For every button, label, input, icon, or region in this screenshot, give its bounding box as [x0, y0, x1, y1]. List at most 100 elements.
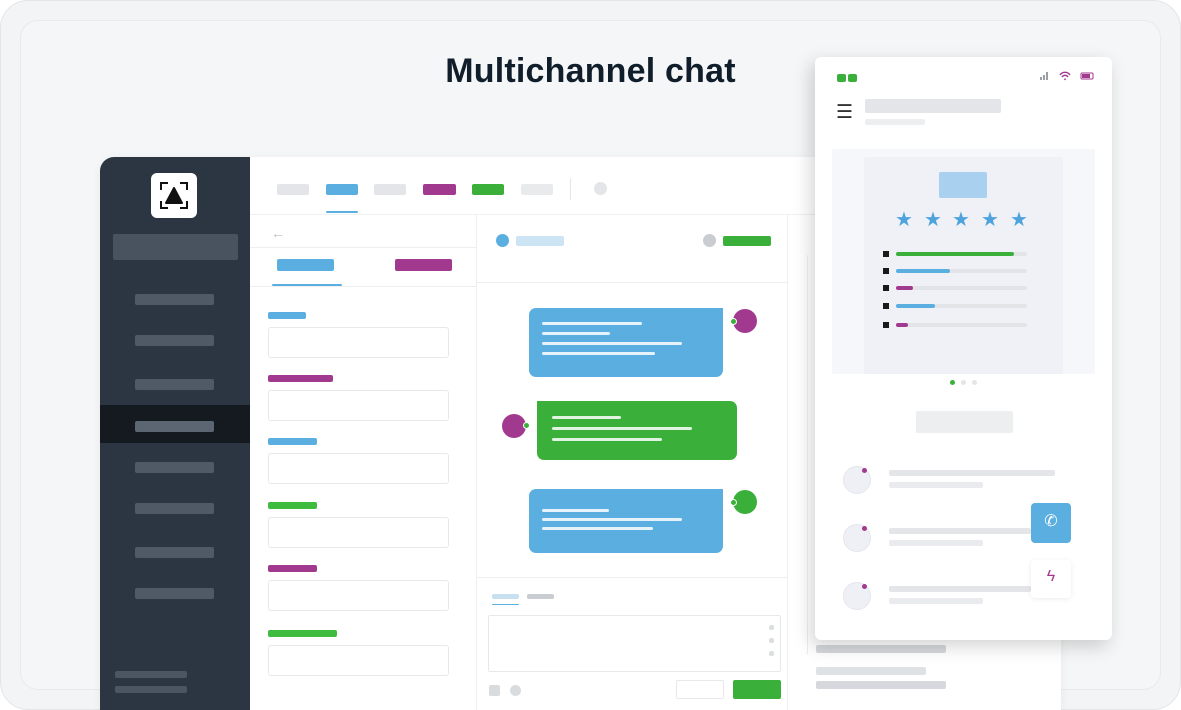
- star-icon: ★: [952, 209, 970, 231]
- detail-line: [816, 645, 946, 653]
- rating-bullet: [883, 251, 889, 257]
- sidebar: [100, 157, 250, 710]
- rating-bar-fill: [896, 304, 936, 308]
- sidebar-item[interactable]: [135, 462, 214, 473]
- form-field[interactable]: [268, 645, 449, 676]
- star-icon: ★: [924, 209, 942, 231]
- divider: [250, 286, 477, 287]
- carousel-dot-active[interactable]: [950, 380, 955, 385]
- sidebar-item[interactable]: [135, 588, 214, 599]
- rating-bar: [896, 304, 1027, 308]
- rating-bullet: [883, 303, 889, 309]
- form-tab-active[interactable]: [277, 259, 334, 271]
- field-label: [268, 438, 317, 445]
- field-label: [268, 312, 306, 319]
- form-field[interactable]: [268, 580, 449, 611]
- format-icon[interactable]: [769, 625, 774, 630]
- attach-icon[interactable]: [489, 685, 500, 696]
- rating-bar: [896, 286, 1027, 290]
- rating-bullet: [883, 285, 889, 291]
- chat-bubble-outgoing: [529, 308, 723, 377]
- form-field[interactable]: [268, 390, 449, 421]
- send-button[interactable]: [733, 680, 781, 699]
- chat-bubble-incoming: [537, 401, 737, 460]
- tab-green[interactable]: [472, 184, 504, 195]
- chat-panel: [477, 215, 788, 710]
- composer-tab-active[interactable]: [492, 594, 519, 599]
- form-field[interactable]: [268, 453, 449, 484]
- action-button[interactable]: [916, 411, 1013, 433]
- status-dot: [862, 468, 867, 473]
- form-tab[interactable]: [395, 259, 452, 271]
- contact-line: [889, 482, 983, 488]
- page-title-placeholder: [865, 99, 1001, 113]
- arrow-left-icon[interactable]: ←: [271, 225, 285, 241]
- channel-tabs-bar: [250, 157, 1061, 215]
- rating-bar: [896, 323, 1027, 327]
- tab-active[interactable]: [326, 184, 358, 195]
- chat-bubble-outgoing: [529, 489, 723, 553]
- avatar: [502, 414, 526, 438]
- carousel-dot[interactable]: [972, 380, 977, 385]
- rating-bar: [896, 252, 1027, 256]
- sidebar-item[interactable]: [135, 379, 214, 390]
- tab-purple[interactable]: [423, 184, 456, 195]
- signal-wifi-battery-icon: [1040, 71, 1094, 81]
- format-icon[interactable]: [769, 638, 774, 643]
- form-field[interactable]: [268, 517, 449, 548]
- star-icon: ★: [1010, 209, 1028, 231]
- tab-placeholder[interactable]: [374, 184, 406, 195]
- secondary-button[interactable]: [676, 680, 724, 699]
- message-input[interactable]: [488, 615, 781, 672]
- field-label: [268, 565, 317, 572]
- tab-placeholder[interactable]: [521, 184, 553, 195]
- sidebar-item[interactable]: [135, 547, 214, 558]
- status-indicator[interactable]: [594, 182, 607, 195]
- page-title: Multichannel chat: [445, 52, 736, 90]
- rating-bar-fill: [896, 252, 1014, 256]
- emoji-icon[interactable]: [510, 685, 521, 696]
- composer-tab-underline: [492, 604, 519, 605]
- avatar: [733, 490, 757, 514]
- sidebar-item[interactable]: [135, 503, 214, 514]
- sidebar-footer-line: [115, 686, 187, 693]
- form-field[interactable]: [268, 327, 449, 358]
- sidebar-item-active[interactable]: [135, 421, 214, 432]
- hamburger-icon[interactable]: ☰: [836, 102, 854, 123]
- triangle-logo-icon[interactable]: [151, 173, 197, 218]
- status-dot: [862, 526, 867, 531]
- status-icon: [848, 74, 857, 82]
- rating-bar: [896, 269, 1027, 273]
- sidebar-footer-line: [115, 671, 187, 678]
- field-label: [268, 630, 337, 637]
- sidebar-item[interactable]: [135, 294, 214, 305]
- status-badge[interactable]: [723, 236, 771, 246]
- chat-contact-name: [516, 236, 564, 246]
- format-icon[interactable]: [769, 651, 774, 656]
- contact-line: [889, 598, 983, 604]
- divider: [792, 255, 808, 655]
- call-button[interactable]: [1031, 503, 1071, 543]
- field-label: [268, 502, 317, 509]
- contact-form-panel: ←: [250, 215, 477, 710]
- sidebar-item[interactable]: [135, 335, 214, 346]
- tab-divider: [570, 178, 571, 200]
- tab-placeholder[interactable]: [277, 184, 309, 195]
- contact-line: [889, 528, 1031, 534]
- carousel-dot[interactable]: [961, 380, 966, 385]
- online-dot: [523, 422, 530, 429]
- quick-reply-button[interactable]: [1031, 560, 1071, 598]
- rating-bar-fill: [896, 286, 914, 290]
- composer-tab[interactable]: [527, 594, 554, 599]
- rating-bar-fill: [896, 269, 950, 273]
- detail-line: [816, 667, 926, 675]
- agent-avatar: [703, 234, 716, 247]
- subtitle-placeholder: [865, 119, 925, 125]
- online-dot: [730, 318, 737, 325]
- workspace-selector[interactable]: [113, 234, 238, 260]
- channel-dot: [496, 234, 509, 247]
- star-icon: ★: [895, 209, 913, 231]
- status-dot: [862, 584, 867, 589]
- field-label: [268, 375, 333, 382]
- star-icon: ★: [981, 209, 999, 231]
